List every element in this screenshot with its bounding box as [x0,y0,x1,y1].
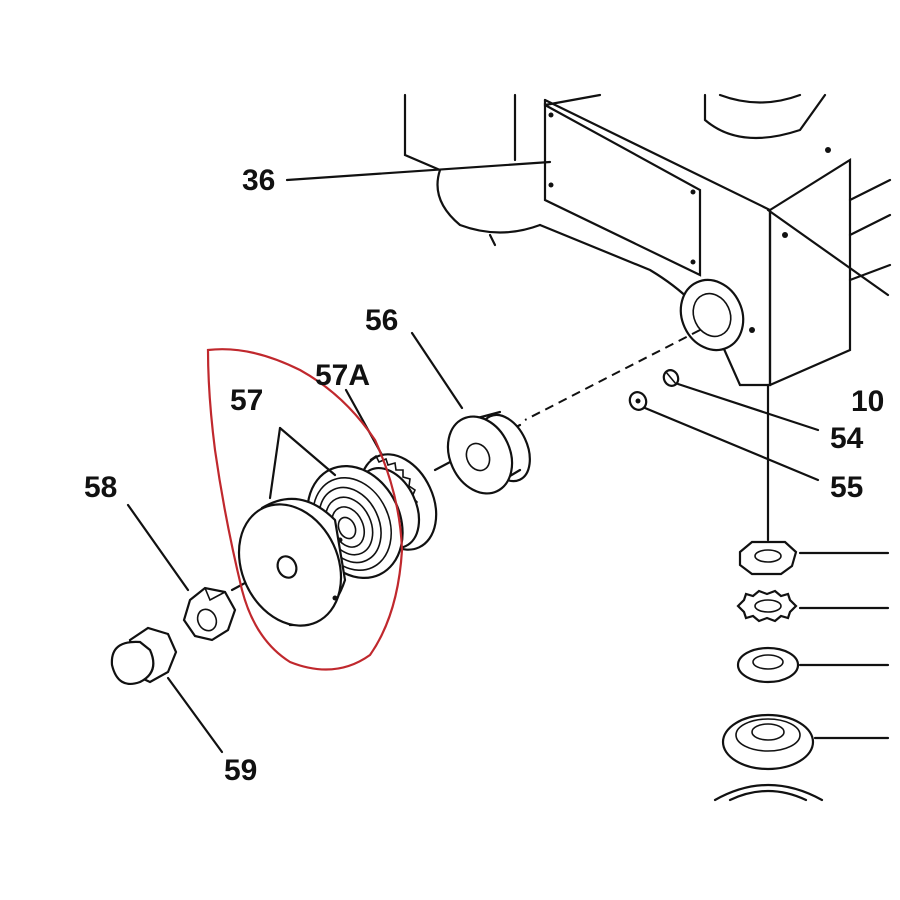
leader-lines [126,160,890,754]
label-59: 59 [224,754,257,787]
head-casting [403,93,892,387]
part-59-cap-nut [110,626,178,686]
part-54-pin [662,369,680,387]
label-57: 57 [230,384,263,417]
label-36: 36 [242,164,275,197]
label-56: 56 [365,304,398,337]
right-stack [713,383,890,802]
part-55-washer [628,391,648,411]
stack-bearing [721,713,815,771]
screw-hole [690,189,696,195]
part-57-cap [237,497,347,627]
stack-lock-washer [736,589,798,623]
screw-hole [690,259,696,265]
bearing-boss [679,278,745,352]
label-57a: 57A [315,359,370,392]
screw-hole [825,147,831,153]
stack-nut [738,540,798,576]
part-56-spacer [446,410,531,495]
screw-hole [548,112,554,118]
label-54: 54 [830,422,864,455]
stack-bottom-part [713,784,824,802]
part-58-hex-nut [182,586,237,642]
screw-hole [782,232,788,238]
label-58: 58 [84,471,117,504]
label-10: 10 [851,385,884,418]
shaft-centerline [524,329,701,421]
label-55: 55 [830,471,863,504]
highlight-outline [206,348,404,671]
stack-washer [736,646,800,684]
screw-hole [548,182,554,188]
